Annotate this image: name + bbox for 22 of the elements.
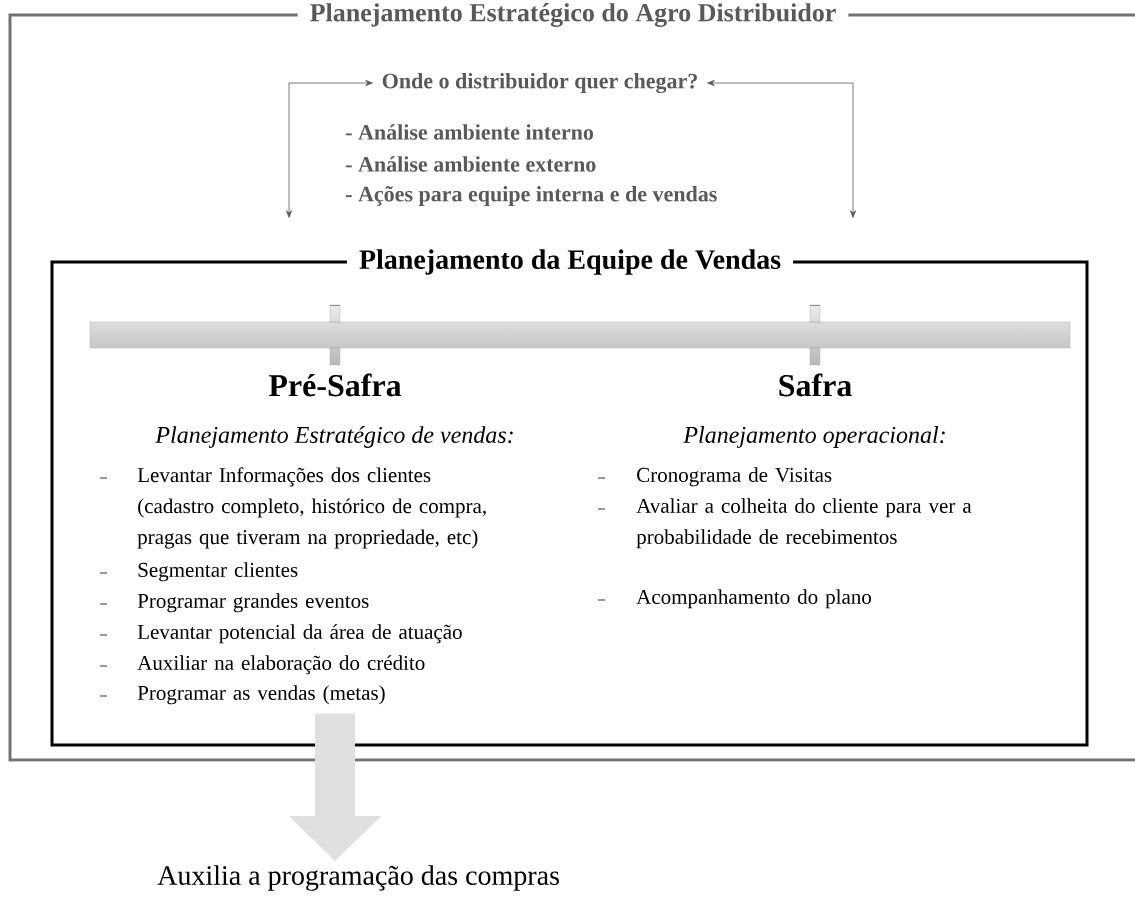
list-item: Avaliar a colheita do cliente para ver a probabilidade de recebimentos <box>636 498 972 549</box>
list-item: Programar as vendas (metas) <box>137 685 385 705</box>
list-item: Acompanhamento do plano <box>636 589 872 609</box>
list-item: Auxiliar na elaboração do crédito <box>137 655 425 675</box>
list-item: Segmentar clientes <box>138 562 298 582</box>
column-subheading: Planejamento Estratégico de vendas: <box>155 426 513 448</box>
bullet-text: - Análise ambiente externo <box>346 156 596 172</box>
list-item: Cronograma de Visitas <box>637 467 832 487</box>
bullet-text: - Análise ambiente interno <box>346 124 594 140</box>
frame-title: Planejamento Estratégico do Agro Distribuidor <box>297 1 849 29</box>
list-item: Programar grandes eventos <box>137 593 369 613</box>
arrow <box>707 80 856 218</box>
bullet-text: - Ações para equipe interna e de vendas <box>346 186 717 206</box>
plain-text: Auxilia a programação das compras <box>157 865 559 891</box>
list-item: Levantar potencial da área de atuação <box>137 624 462 644</box>
plain-text: Onde o distribuidor quer chegar? <box>382 72 697 94</box>
column-subheading: Planejamento operacional: <box>683 426 945 448</box>
frame-title: Planejamento da Equipe de Vendas <box>346 247 794 277</box>
column-heading: Pré-Safra <box>268 373 402 397</box>
arrow <box>286 80 373 218</box>
list-item: Levantar Informações dos clientes (cadastro completo, histórico de compra, pragas que tiveram na propriedade, etc) <box>137 467 486 549</box>
column-heading: Safra <box>779 373 852 397</box>
